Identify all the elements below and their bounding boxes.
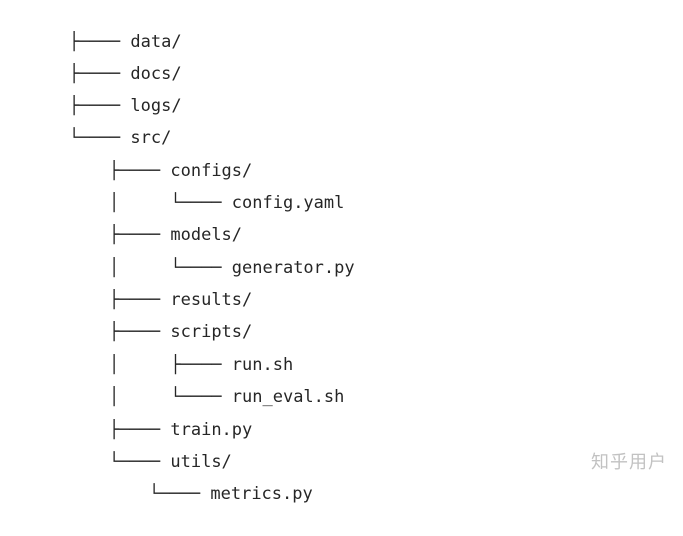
- tree-branch-prefix: ├────: [68, 96, 131, 116]
- tree-row-scripts: ├──── scripts/: [68, 290, 252, 342]
- tree-row-logs: ├──── logs/: [28, 64, 182, 116]
- tree-row-models: ├──── models/: [68, 193, 242, 245]
- tree-branch-prefix: │ └────: [108, 387, 232, 407]
- tree-branch-prefix: └────: [148, 484, 211, 504]
- tree-branch-prefix: │ └────: [108, 258, 232, 278]
- folder-name-docs: docs/: [130, 64, 182, 84]
- file-name-run-eval-sh: run_eval.sh: [231, 387, 345, 407]
- file-name-metrics-py: metrics.py: [210, 484, 313, 504]
- tree-row-generator-py: │ └──── generator.py: [68, 226, 355, 278]
- tree-branch-prefix: ├────: [108, 322, 171, 342]
- tree-row-config-yaml: │ └──── config.yaml: [68, 161, 344, 213]
- tree-row-configs: ├──── configs/: [68, 129, 252, 181]
- folder-name-data: data/: [130, 32, 182, 52]
- tree-branch-prefix: └────: [68, 128, 131, 148]
- watermark-label: 知乎用户: [591, 452, 667, 473]
- tree-branch-prefix: │ └────: [108, 193, 232, 213]
- tree-branch-prefix: ├────: [68, 32, 131, 52]
- directory-tree: ├──── data/ ├──── docs/ ├──── logs/ └───…: [28, 0, 355, 504]
- tree-branch-prefix: ├────: [108, 290, 171, 310]
- file-name-config-yaml: config.yaml: [231, 193, 345, 213]
- tree-row-train-py: ├──── train.py: [68, 388, 252, 440]
- tree-row-data: ├──── data/: [28, 0, 182, 52]
- folder-name-logs: logs/: [130, 96, 182, 116]
- tree-row-run-eval-sh: │ └──── run_eval.sh: [68, 355, 344, 407]
- tree-row-run-sh: │ ├──── run.sh: [68, 323, 293, 375]
- folder-name-configs: configs/: [170, 161, 253, 181]
- tree-row-results: ├──── results/: [68, 258, 252, 310]
- file-name-run-sh: run.sh: [231, 355, 294, 375]
- tree-branch-prefix: │ ├────: [108, 355, 232, 375]
- tree-row-docs: ├──── docs/: [28, 32, 182, 84]
- folder-name-models: models/: [170, 225, 243, 245]
- tree-branch-prefix: ├────: [108, 161, 171, 181]
- file-name-train-py: train.py: [170, 420, 253, 440]
- tree-branch-prefix: └────: [108, 452, 171, 472]
- tree-branch-prefix: ├────: [108, 420, 171, 440]
- folder-name-utils: utils/: [170, 452, 232, 472]
- tree-branch-prefix: ├────: [68, 64, 131, 84]
- folder-name-scripts: scripts/: [170, 322, 253, 342]
- tree-row-src: └──── src/: [28, 96, 171, 148]
- tree-row-utils: └──── utils/: [68, 420, 232, 472]
- tree-row-metrics-py: └──── metrics.py: [108, 452, 313, 504]
- folder-name-src: src/: [130, 128, 172, 148]
- tree-branch-prefix: ├────: [108, 225, 171, 245]
- folder-name-results: results/: [170, 290, 253, 310]
- file-name-generator-py: generator.py: [231, 258, 355, 278]
